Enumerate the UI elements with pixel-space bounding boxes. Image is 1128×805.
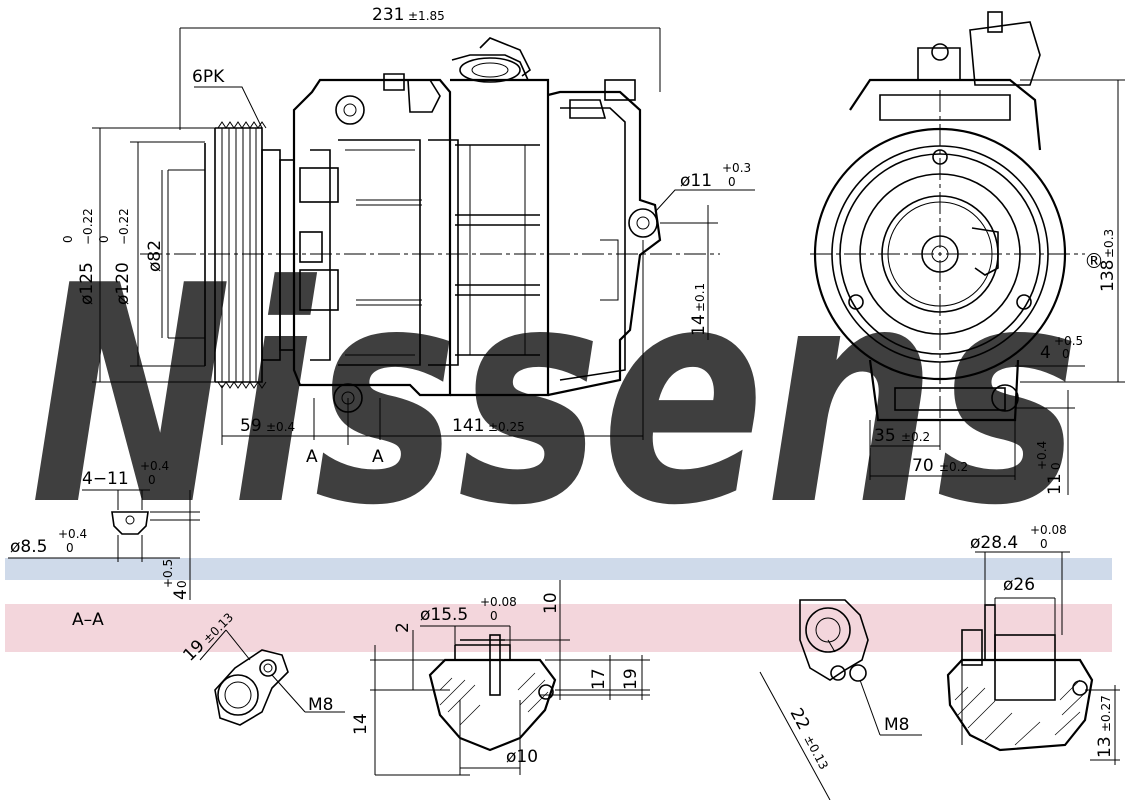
dim-mount-hole-lower: 0: [728, 175, 736, 189]
dim-port-depth17: 17: [589, 668, 609, 690]
dim-slot-depth-upper: +0.5: [161, 559, 175, 588]
dim-overall-length: 231: [372, 5, 404, 25]
dim-pulley-groove-upper: 0: [97, 235, 111, 243]
compressor-front-view: 138 ±0.3 4 +0.5 0 35 ±0.2 70 ±0.2 11 +0.…: [810, 11, 1125, 495]
section-label: A–A: [72, 610, 104, 630]
watermark-logo: Nissens: [30, 222, 1080, 571]
dim-pulley-to-mount: 59: [240, 416, 262, 436]
dim-height: 138: [1098, 260, 1118, 292]
dim-port2-thread: M8: [884, 715, 909, 735]
dim-port-bore: ø15.5: [420, 605, 468, 625]
dim-hole-offset: 14: [689, 314, 709, 336]
section-mark-left: A: [306, 447, 318, 467]
dim-lug-width: 4: [1040, 343, 1051, 363]
dim-mount-hole-upper: +0.3: [722, 161, 751, 175]
dim-pulley-groove-lower: −0.22: [117, 208, 131, 245]
dim-lug-width-lower: 0: [1062, 347, 1070, 361]
dim-slot-depth: 4: [171, 589, 191, 600]
dim-port2-inner: ø26: [1003, 575, 1035, 595]
compressor-side-view: 231 ±1.85 6PK ø125 0 −0.22 ø120 0 −0.22 …: [61, 5, 755, 467]
dim-port2-depth-tol: ±0.27: [1099, 695, 1113, 732]
dim-pulley-outer-upper: 0: [61, 235, 75, 243]
dim-pulley-groove: ø120: [113, 262, 133, 305]
dim-overall-length-tol: ±1.85: [408, 9, 445, 23]
dim-pulley-inner: ø82: [145, 240, 165, 272]
dim-port-bore-upper: +0.08: [480, 595, 517, 609]
dim-lug-height: 11: [1045, 473, 1065, 495]
dim-slot-dia-upper: +0.4: [58, 527, 87, 541]
dim-mount-hole: ø11: [680, 171, 712, 191]
dim-slot-depth-lower: 0: [175, 580, 189, 588]
dim-lug-height-lower: 0: [1049, 462, 1063, 470]
dim-height-tol: ±0.3: [1102, 229, 1116, 258]
dim-slot-width-lower: 0: [148, 473, 156, 487]
dim-lug-offset-70: 70: [912, 456, 934, 476]
dim-port-top: 10: [541, 592, 561, 614]
dim-port-bore-lower: 0: [490, 609, 498, 623]
dim-port2-bore: ø28.4: [970, 533, 1018, 553]
section-mark-right: A: [372, 447, 384, 467]
dim-port2-depth: 13: [1095, 736, 1115, 758]
dim-port2-pitch-tol: ±0.13: [801, 733, 831, 772]
registered-mark: ®: [1084, 249, 1104, 273]
dim-lug-height-upper: +0.4: [1035, 441, 1049, 470]
dim-port2-bore-lower: 0: [1040, 537, 1048, 551]
dim-port2-pitch: 22: [786, 705, 814, 733]
dim-port-depth14: 14: [351, 713, 371, 735]
dim-hole-offset-tol: ±0.1: [693, 283, 707, 312]
dim-pulley-outer: ø125: [77, 262, 97, 305]
dim-port2-bore-upper: +0.08: [1030, 523, 1067, 537]
dim-slot-width-upper: +0.4: [140, 459, 169, 473]
watermark-band-blue: [5, 558, 1112, 580]
dim-mount-spacing-tol: ±0.25: [488, 420, 525, 434]
port-section-2: ø28.4 +0.08 0 ø26 13 ±0.27: [946, 523, 1120, 765]
dim-lug-width-upper: +0.5: [1054, 334, 1083, 348]
dim-lug-offset-35-tol: ±0.2: [901, 430, 930, 444]
port-section-1: 14 2 ø15.5 +0.08 0 10 17 19 ø10: [351, 580, 650, 776]
dim-port-inner: ø10: [506, 747, 538, 767]
dim-lug-offset-70-tol: ±0.2: [939, 460, 968, 474]
dim-port-depth19: 19: [621, 668, 641, 690]
dim-slot-dia-lower: 0: [66, 541, 74, 555]
watermark-band-pink: [5, 604, 1112, 652]
dim-slot-width: 4−11: [82, 469, 129, 489]
dim-pulley-outer-lower: −0.22: [81, 208, 95, 245]
dim-pulley-to-mount-tol: ±0.4: [266, 420, 295, 434]
dim-slot-dia: ø8.5: [10, 537, 47, 557]
dim-mount-spacing: 141: [452, 416, 484, 436]
dim-lug-offset-35: 35: [874, 426, 896, 446]
slot-detail: 4−11 +0.4 0 ø8.5 +0.4 0 4 +0.5 0: [8, 459, 200, 600]
dim-port1-thread: M8: [308, 695, 333, 715]
dim-belt-type: 6PK: [192, 67, 225, 87]
dim-port-step: 2: [393, 622, 413, 633]
